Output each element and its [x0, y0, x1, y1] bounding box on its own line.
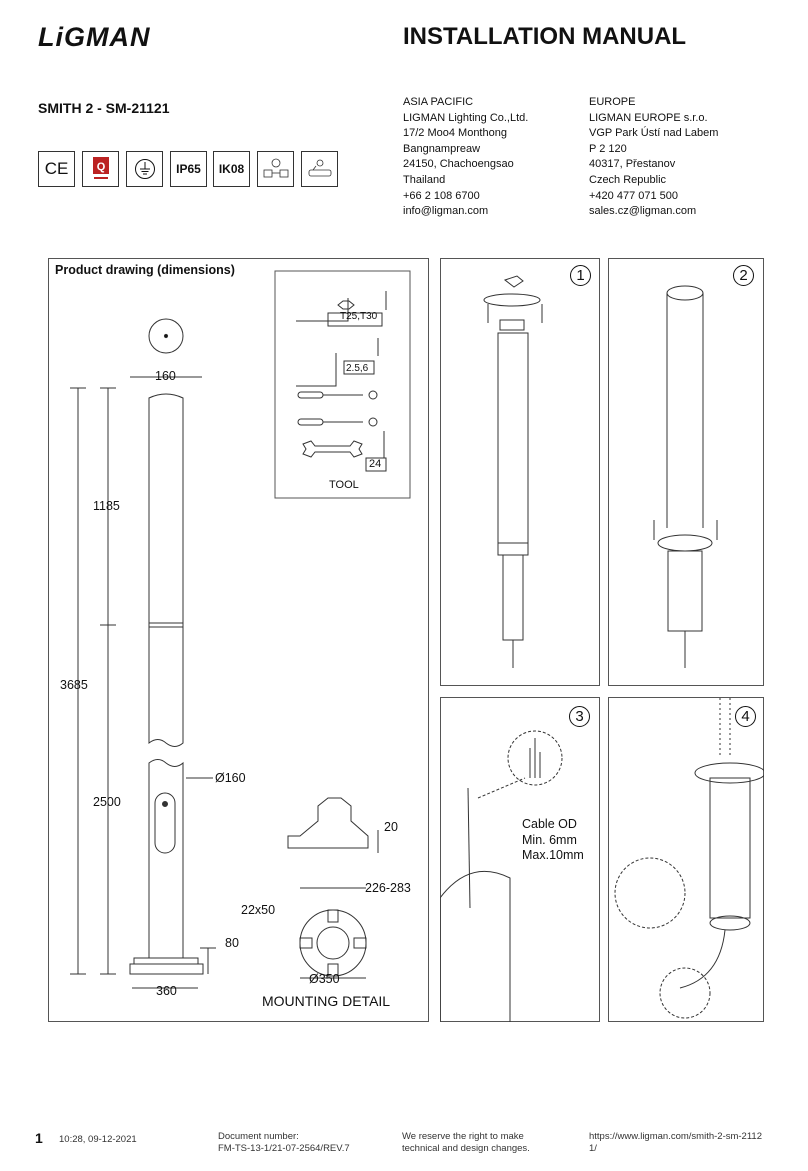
dim-total-height: 3685 — [60, 678, 88, 692]
print-timestamp: 10:28, 09-12-2021 — [59, 1134, 137, 1145]
step-2-panel — [608, 258, 764, 686]
page-number: 1 — [35, 1130, 43, 1146]
page-title: INSTALLATION MANUAL — [403, 23, 687, 50]
ik08-badge: IK08 — [213, 151, 250, 187]
tool-label: TOOL — [329, 479, 359, 491]
step-3-number: 3 — [569, 706, 590, 727]
step-1-number: 1 — [570, 265, 591, 286]
dim-slot-size: 22x50 — [241, 903, 276, 917]
dim-upper-length: 1185 — [93, 499, 120, 513]
step-1-panel — [440, 258, 600, 686]
wiring-diagram-icon — [257, 151, 294, 187]
dim-plate-height: 20 — [384, 820, 398, 834]
tool-allen-size: 2.5,6 — [346, 363, 369, 374]
mounting-detail-label: MOUNTING DETAIL — [262, 993, 391, 1009]
dim-top-diameter: 160 — [155, 369, 176, 383]
tool-wrench-size: 24 — [369, 458, 382, 470]
install-diagram-icon — [301, 151, 338, 187]
dim-bolt-range: 226-283 — [365, 881, 411, 895]
svg-text:Q: Q — [96, 161, 105, 173]
quality-mark-icon: Q — [82, 151, 119, 187]
model-name: SMITH 2 - SM-21121 — [38, 100, 170, 116]
ce-mark-icon: CE — [38, 151, 75, 187]
product-drawing-panel — [48, 258, 429, 1022]
document-number: Document number:FM-TS-13-1/21-07-2564/RE… — [218, 1131, 350, 1154]
dim-lower-length: 2500 — [93, 795, 121, 809]
tool-hex-size: T25,T30 — [340, 311, 378, 322]
installation-steps-drawing — [440, 275, 764, 1022]
dim-base-height: 80 — [225, 936, 239, 950]
product-drawing — [70, 270, 411, 989]
step-4-panel — [608, 697, 764, 1022]
drawing-title: Product drawing (dimensions) — [55, 263, 235, 277]
earth-ground-icon — [126, 151, 163, 187]
step-2-number: 2 — [733, 265, 754, 286]
step-4-number: 4 — [735, 706, 756, 727]
step-3-panel — [440, 697, 600, 1022]
ip65-badge: IP65 — [170, 151, 207, 187]
ligman-logo: LiGMAN — [38, 22, 151, 52]
dim-pole-diameter: Ø160 — [215, 771, 246, 785]
dim-base-width: 360 — [156, 984, 177, 998]
dim-mount-diameter: Ø350 — [309, 972, 340, 986]
